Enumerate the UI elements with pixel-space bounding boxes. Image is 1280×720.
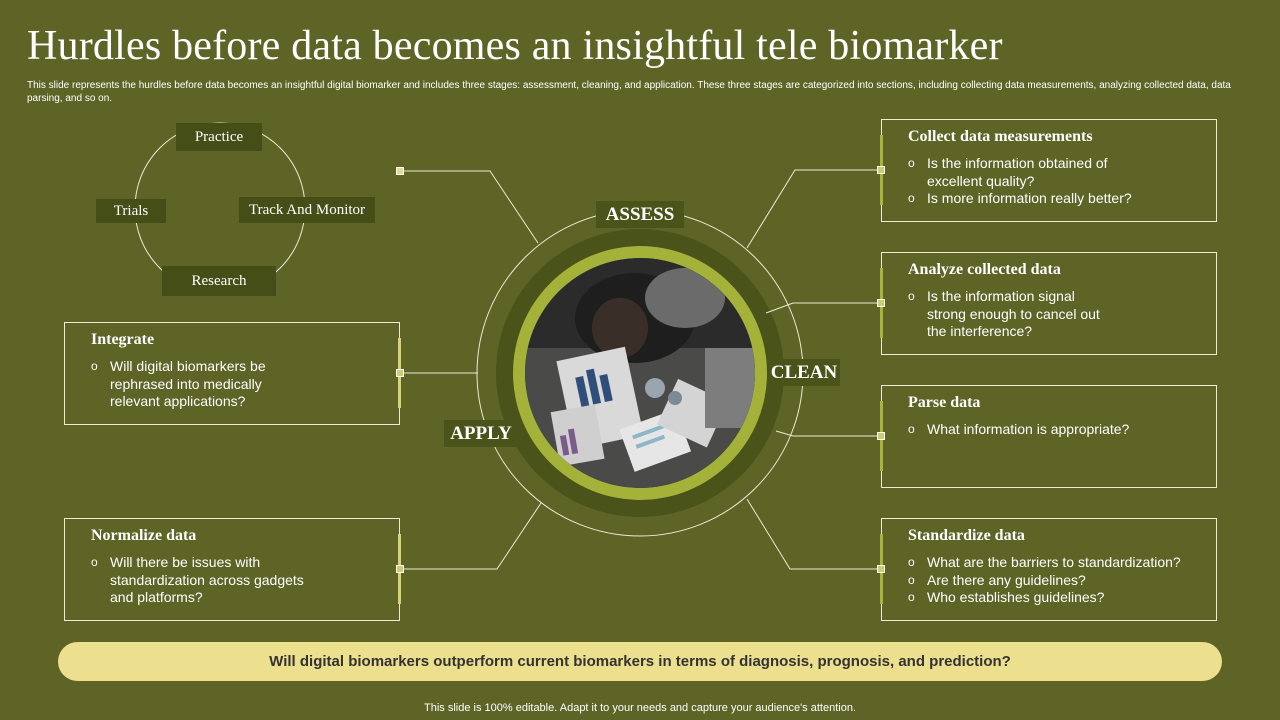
- card-title: Integrate: [91, 331, 155, 348]
- bullet-icon: o: [908, 555, 915, 569]
- bullet-icon: o: [908, 156, 915, 170]
- card-title: Analyze collected data: [908, 261, 1061, 278]
- card-title: Normalize data: [91, 527, 197, 544]
- card-title: Collect data measurements: [908, 128, 1093, 145]
- cycle-practice: Practice: [176, 123, 262, 151]
- card-title: Parse data: [908, 394, 981, 411]
- center-photo-ring: [513, 246, 767, 500]
- bullet-icon: o: [908, 422, 915, 436]
- slide-subtitle: This slide represents the hurdles before…: [27, 80, 1231, 104]
- bullet-icon: o: [908, 289, 915, 303]
- connector-dot: [396, 167, 404, 175]
- card-title: Standardize data: [908, 527, 1025, 544]
- cycle-track-and-monitor: Track And Monitor: [239, 197, 375, 223]
- connector-dot: [396, 565, 404, 573]
- connector-dot: [877, 565, 885, 573]
- cycle-trials: Trials: [96, 199, 166, 223]
- team-analyzing-charts-photo: [525, 258, 755, 488]
- question-banner: Will digital biomarkers outperform curre…: [58, 642, 1222, 681]
- slide-title: Hurdles before data becomes an insightfu…: [27, 23, 1003, 69]
- bullet-icon: o: [908, 572, 915, 587]
- cycle-research: Research: [162, 266, 276, 296]
- photo-illustration: [525, 258, 755, 488]
- bullet-icon: o: [908, 191, 915, 205]
- bullet-icon: o: [91, 555, 98, 569]
- connector-dot: [877, 299, 885, 307]
- stage-clean-label: CLEAN: [768, 359, 840, 386]
- stage-apply-label: APPLY: [444, 420, 518, 447]
- bullet-icon: o: [908, 590, 915, 604]
- footer-note: This slide is 100% editable. Adapt it to…: [424, 702, 856, 714]
- connector-dot: [396, 369, 404, 377]
- connector-dot: [877, 166, 885, 174]
- connector-dot: [877, 432, 885, 440]
- bullet-icon: o: [91, 359, 98, 373]
- stage-assess-label: ASSESS: [596, 201, 684, 228]
